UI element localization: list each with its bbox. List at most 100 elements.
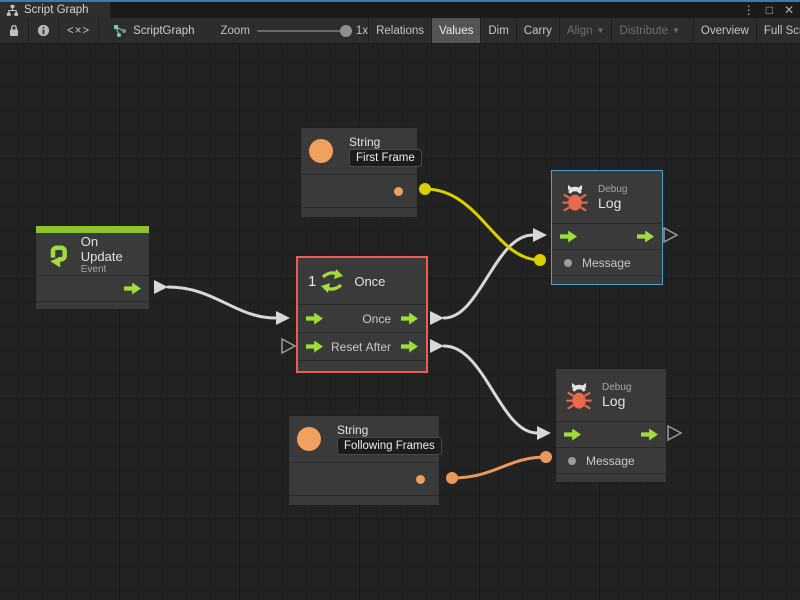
overview-button[interactable]: Overview (692, 18, 756, 43)
flow-input-port[interactable] (560, 230, 577, 243)
node-title: Log (598, 194, 622, 211)
title-bar: Script Graph ⋮ □ ✕ (0, 0, 800, 18)
node-title: String (337, 423, 369, 437)
debugbottom-out-triangle[interactable] (667, 424, 683, 442)
code-view-icon: <×> (67, 24, 91, 37)
value-wire-string-debugbottom[interactable] (450, 455, 548, 480)
focus-accent-line (0, 0, 800, 2)
flow-arrowhead (430, 339, 444, 353)
string-literal-icon (309, 139, 333, 163)
relations-button[interactable]: Relations (368, 18, 431, 43)
flow-wire-onupdate-once[interactable] (166, 285, 278, 320)
values-button[interactable]: Values (431, 18, 481, 43)
value-wire-endpoint (419, 183, 431, 195)
node-footer (36, 301, 149, 309)
event-color-bar (36, 226, 149, 233)
value-wire-endpoint (540, 451, 552, 463)
node-on-update[interactable]: On Update Event (35, 225, 150, 310)
debug-bug-icon (566, 382, 592, 410)
node-debug-log-top[interactable]: Debug Log Message (551, 170, 663, 285)
node-footer (298, 360, 426, 371)
flow-arrowhead (154, 280, 168, 294)
flow-arrowhead (430, 311, 444, 325)
flow-input-port-reset[interactable] (306, 340, 323, 353)
flow-output-port[interactable] (124, 282, 141, 295)
port-label-reset: Reset (331, 339, 363, 354)
flow-output-port-after[interactable] (401, 340, 418, 353)
node-footer (552, 275, 662, 284)
node-debug-log-bottom[interactable]: Debug Log Message (555, 368, 667, 483)
string-value-field[interactable]: First Frame (349, 149, 422, 167)
dim-button[interactable]: Dim (480, 18, 515, 43)
info-icon (37, 24, 50, 37)
node-subtitle: Event (80, 263, 107, 275)
node-footer (556, 473, 666, 482)
node-title: Log (602, 392, 626, 409)
zoom-slider-handle[interactable] (339, 24, 352, 37)
value-output-port[interactable] (394, 186, 403, 196)
lock-button[interactable] (0, 18, 29, 43)
node-footer (301, 207, 417, 217)
graph-name: ScriptGraph (133, 24, 195, 37)
flow-output-port[interactable] (637, 230, 654, 243)
graph-name-label: ScriptGraph (99, 18, 204, 43)
string-literal-icon (297, 427, 321, 451)
lock-icon (10, 24, 18, 36)
flow-arrowhead (533, 228, 547, 242)
info-button[interactable] (29, 18, 59, 43)
debugtop-out-triangle[interactable] (663, 226, 679, 244)
flow-wire-once-debugtop[interactable] (442, 233, 535, 320)
chevron-down-icon: ▼ (672, 26, 680, 35)
window-menu-icon[interactable]: ⋮ (742, 3, 755, 17)
value-output-port[interactable] (416, 474, 425, 484)
chevron-down-icon: ▼ (596, 26, 605, 35)
message-input-port[interactable] (564, 258, 572, 267)
zoom-label: Zoom (220, 24, 250, 37)
flow-input-port[interactable] (564, 428, 581, 441)
port-label-message: Message (586, 453, 635, 468)
node-footer (289, 495, 439, 505)
string-value-field[interactable]: Following Frames (337, 437, 442, 455)
value-wire-string-debugtop[interactable] (423, 187, 542, 262)
close-icon[interactable]: ✕ (783, 3, 794, 17)
zoom-control: Zoom 1x (205, 18, 369, 43)
tab-title: Script Graph (24, 4, 89, 16)
once-cycle-icon (321, 269, 344, 293)
zoom-slider[interactable] (256, 24, 352, 37)
update-loop-icon (50, 245, 67, 268)
code-view-button[interactable]: <×> (59, 18, 100, 43)
distribute-button[interactable]: Distribute▼ (611, 18, 687, 43)
maximize-icon[interactable]: □ (765, 3, 773, 17)
tab-script-graph[interactable]: Script Graph (0, 2, 110, 18)
node-category: Debug (602, 381, 632, 393)
flow-input-port[interactable] (306, 312, 323, 325)
debug-bug-icon (562, 184, 588, 212)
port-label-after: After (365, 339, 391, 354)
wire-layer (154, 183, 683, 484)
align-button[interactable]: Align▼ (558, 18, 612, 43)
zoom-value: 1x (355, 24, 369, 37)
graph-hierarchy-icon (6, 4, 19, 16)
flow-output-port-once[interactable] (401, 312, 418, 325)
carry-button[interactable]: Carry (515, 18, 559, 43)
graph-canvas[interactable]: On Update Event String First Frame (0, 44, 800, 600)
port-label-once: Once (362, 311, 391, 326)
flow-wire-once-debugbottom[interactable] (442, 344, 539, 435)
value-wire-endpoint (446, 472, 458, 484)
full-screen-button[interactable]: Full Screen (755, 18, 800, 43)
value-wire-endpoint (534, 254, 546, 266)
node-title: String (349, 135, 381, 149)
node-category: Debug (598, 183, 628, 195)
graph-toolbar: <×> ScriptGraph Zoom 1x Relations Values… (0, 18, 800, 44)
flow-arrowhead (537, 426, 551, 440)
flow-arrowhead (276, 311, 290, 325)
node-once-selected[interactable]: 1 Once Once Reset After (296, 256, 428, 373)
script-graph-icon (114, 24, 127, 37)
flow-output-port[interactable] (641, 428, 658, 441)
node-string-first-frame[interactable]: String First Frame (300, 127, 422, 218)
reset-port-triangle[interactable] (281, 337, 297, 355)
message-input-port[interactable] (568, 456, 576, 465)
node-string-following-frames[interactable]: String Following Frames (288, 415, 442, 506)
once-count-badge: 1 (308, 272, 317, 290)
